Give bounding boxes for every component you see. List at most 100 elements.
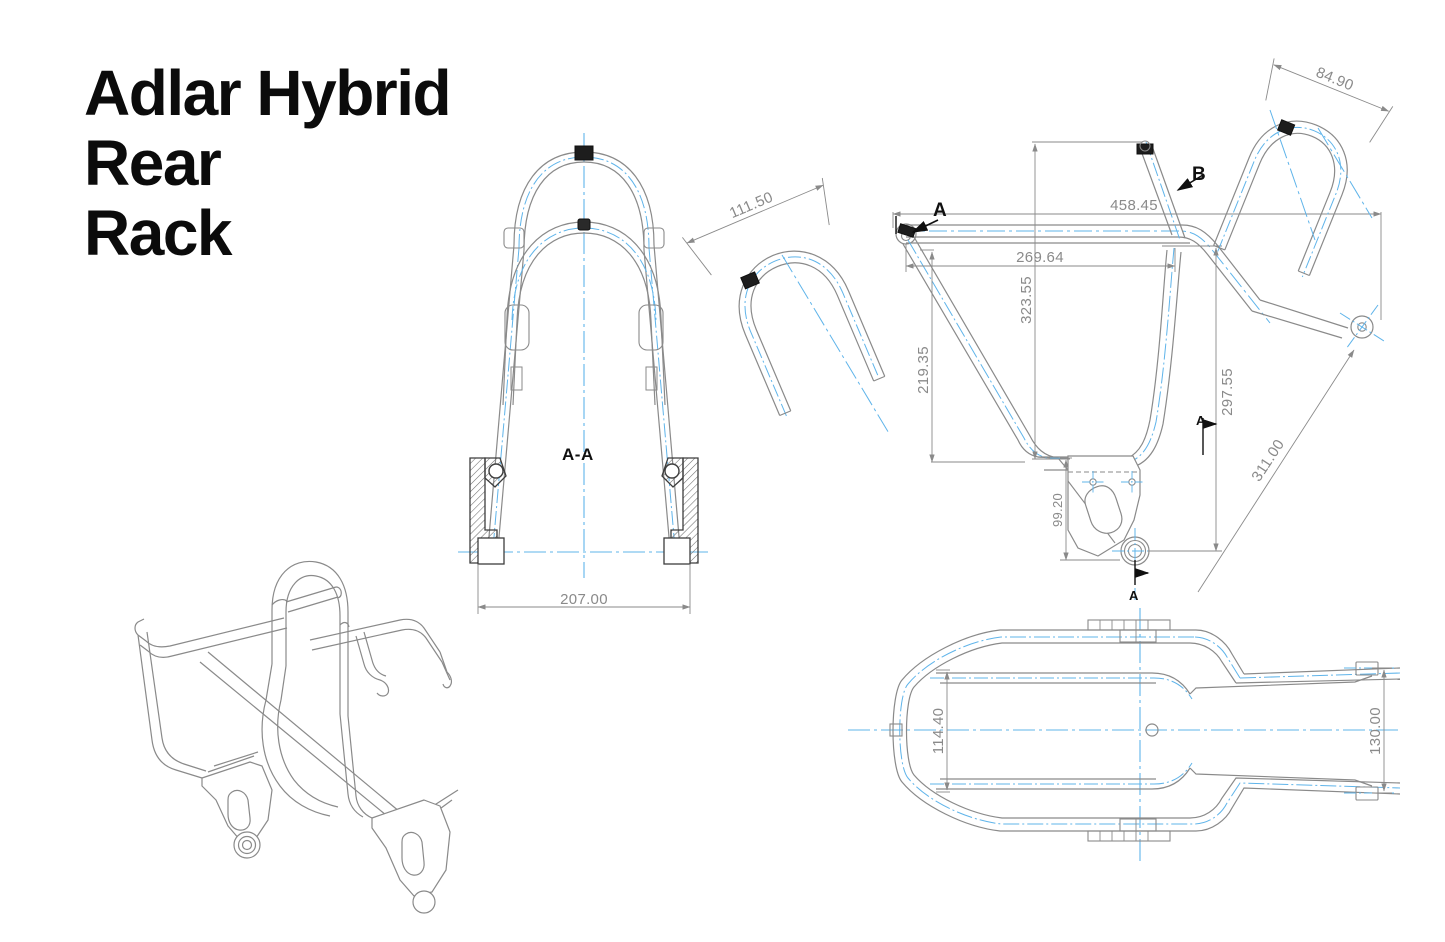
detail84-fitting bbox=[1276, 119, 1296, 136]
top-loop-centerline bbox=[899, 636, 1401, 825]
iso-left-drop-1 bbox=[137, 634, 203, 779]
front-hoop-leg-right-centerline bbox=[648, 247, 677, 561]
iso-hoop-outer-b bbox=[285, 575, 341, 640]
front-clamp-bolt-left bbox=[510, 366, 523, 391]
front-foot-right bbox=[663, 537, 691, 565]
front-hoop-leg-left-outer bbox=[486, 244, 515, 561]
side-right-eyelet-inner bbox=[1357, 322, 1367, 332]
detail84-tube-centerline bbox=[1217, 126, 1342, 278]
front-apex-fitting bbox=[574, 145, 594, 161]
front-hoop-leg-left-centerline bbox=[491, 247, 520, 561]
iso-arc-left-bottom bbox=[261, 699, 331, 817]
dim-311-text: 311.00 bbox=[1248, 436, 1288, 484]
detail84-end-right bbox=[1298, 270, 1310, 276]
detail111-tube-inner bbox=[750, 262, 875, 412]
iso-left-drop-2 bbox=[146, 631, 207, 772]
iso-hoop-seam-left bbox=[271, 599, 288, 606]
section-label-aa: A-A bbox=[562, 445, 594, 464]
detail84-axis-centerline bbox=[1269, 109, 1316, 241]
iso-hoop-outer bbox=[271, 560, 349, 640]
iso-rail-right-3 bbox=[439, 651, 448, 673]
iso-rail-right-2 bbox=[311, 628, 443, 663]
side-rail-right-down-outer bbox=[1259, 299, 1349, 329]
side-view: 458.45 269.64 323.55 219.35 297.55 bbox=[892, 140, 1385, 603]
iso-right-bracket-cutout bbox=[401, 831, 425, 876]
front-hoop-outer-left bbox=[513, 151, 655, 246]
side-strut-outer bbox=[902, 243, 1069, 460]
detail111-tube-outer bbox=[738, 250, 886, 416]
dim-111-extline-right bbox=[821, 177, 830, 226]
front-arch-fitting bbox=[577, 218, 591, 231]
front-hoop-leg-right-inner bbox=[643, 249, 672, 561]
side-top-rail-outer bbox=[906, 224, 1261, 301]
dim-111-extline-left bbox=[682, 237, 712, 276]
front-bracket-right-eyelet bbox=[664, 463, 680, 479]
iso-rail-topleft-cap bbox=[134, 618, 145, 636]
iso-left-bracket-top-edge bbox=[207, 755, 255, 773]
side-left-end-fitting bbox=[897, 223, 917, 238]
dim-207-text: 207.00 bbox=[560, 591, 608, 608]
dim-323-text: 323.55 bbox=[1018, 276, 1035, 324]
top-center-eyelet bbox=[1145, 723, 1159, 737]
iso-left-eyelet-2 bbox=[237, 835, 257, 855]
side-rear-rail-inner bbox=[1135, 251, 1182, 467]
top-view: 114.40 130.00 bbox=[848, 608, 1401, 862]
iso-right-leg-2 bbox=[339, 713, 364, 818]
front-lower-arch-leg-left-in bbox=[512, 320, 518, 406]
dim-219-text: 219.35 bbox=[915, 346, 932, 394]
section-marker-a-bottom: A bbox=[1129, 588, 1139, 603]
section-marker-b: B bbox=[1192, 164, 1206, 185]
iso-rail-topleft-2 bbox=[139, 627, 288, 658]
detail84-tube-inner bbox=[1224, 132, 1336, 272]
front-lower-arch-leg-right-in bbox=[650, 320, 656, 406]
dim-114-text: 114.40 bbox=[930, 708, 947, 755]
dim-311-line bbox=[1197, 349, 1355, 593]
side-post-right-fitting bbox=[1136, 143, 1154, 155]
iso-right-leg-1 bbox=[347, 715, 373, 819]
side-rear-rail-outer bbox=[1127, 249, 1168, 459]
front-hoop-leg-left-inner bbox=[496, 249, 525, 561]
top-inner-loop-right-top bbox=[1189, 642, 1237, 684]
top-narrow-rail-upper-cl bbox=[930, 677, 1193, 700]
iso-stub-1 bbox=[355, 635, 381, 681]
section-a-top-arrow bbox=[911, 219, 939, 233]
title-line-2: Rear bbox=[84, 127, 222, 199]
front-section-view: A-A 207.00 bbox=[458, 133, 708, 614]
section-marker-a-mid: A bbox=[1196, 413, 1206, 428]
front-lower-arch-centerline bbox=[511, 227, 657, 321]
dim-269-text: 269.64 bbox=[1016, 249, 1064, 266]
title-line-1: Adlar Hybrid bbox=[84, 57, 452, 129]
front-hoop-inner-left bbox=[523, 161, 645, 251]
side-post-right-outer bbox=[1139, 147, 1173, 236]
top-loop-centerline-top-right bbox=[1193, 636, 1241, 679]
iso-crossbar-top-cap bbox=[335, 586, 342, 599]
dim-84-extline-left bbox=[1265, 58, 1275, 101]
detail111-axis-centerline bbox=[781, 254, 891, 436]
side-right-eyelet-outer bbox=[1350, 315, 1374, 339]
side-strut-inner bbox=[913, 236, 1069, 471]
dim-84-extline-right bbox=[1369, 106, 1394, 143]
iso-arc-left-bottom-2 bbox=[277, 699, 339, 808]
detail111-fitting bbox=[740, 271, 760, 290]
dim-297-text: 297.55 bbox=[1219, 368, 1236, 416]
side-post-right-cap bbox=[1139, 140, 1151, 152]
top-left-nose-fitting bbox=[889, 723, 903, 737]
iso-crossbar-top-1 bbox=[285, 586, 337, 603]
dim-84-line bbox=[1273, 64, 1390, 112]
isometric-view bbox=[134, 560, 459, 914]
front-hoop-leg-right-outer bbox=[653, 244, 682, 561]
side-top-rail-centerline bbox=[900, 230, 1271, 324]
detail84-tube-outer bbox=[1213, 120, 1348, 276]
iso-stub-cap bbox=[376, 679, 390, 697]
front-clamp-left bbox=[504, 304, 530, 351]
side-rear-rail-centerline bbox=[1129, 247, 1175, 463]
front-collar-right bbox=[643, 227, 665, 249]
iso-stub-2 bbox=[363, 631, 387, 677]
detail111-end-left bbox=[779, 410, 791, 417]
iso-strut-2 bbox=[207, 651, 401, 813]
section-b-arrow bbox=[1176, 174, 1204, 191]
detail84-axis-centerline-2 bbox=[1317, 127, 1373, 219]
dim-458-text: 458.45 bbox=[1110, 197, 1158, 214]
